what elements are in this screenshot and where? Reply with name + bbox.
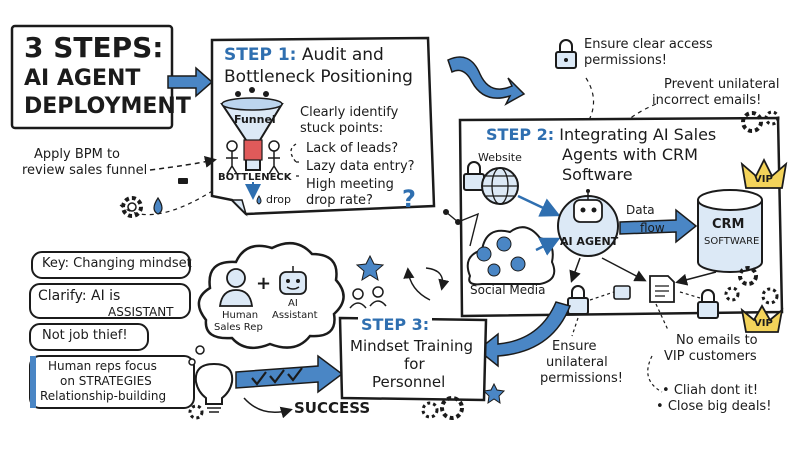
step3-title-2: for: [404, 355, 425, 373]
title-line-1: 3 STEPS:: [24, 31, 164, 64]
thief-note-box: [29, 323, 149, 351]
bpm-note-1: Apply BPM to: [34, 147, 120, 162]
bullet-2: • Close big deals!: [656, 399, 772, 414]
vip-label-bottom: VIP: [754, 318, 773, 329]
arrow-title-to-step1: [167, 66, 214, 98]
focus-note-1: Human reps focus: [48, 359, 157, 373]
ai-assistant-label-2: Assistant: [272, 310, 318, 321]
title-text-3: DEPLOYMENT: [24, 94, 191, 119]
step3-label: STEP 3:: [358, 315, 433, 335]
step2-title-2: Agents with CRM: [562, 145, 698, 164]
vip-note-1: No emails to: [676, 333, 758, 348]
step3-card: [338, 316, 488, 402]
step3-title-3: Personnel: [372, 373, 446, 391]
robot-icon: [557, 189, 619, 257]
lock-icon: [613, 285, 631, 300]
crown-icon: [740, 157, 788, 189]
emails-note-1: Prevent unilateral: [664, 77, 780, 92]
step1-label: STEP 1:: [224, 45, 297, 65]
emails-note-2: incorrect emails!: [652, 93, 762, 108]
crown-icon: [740, 304, 784, 333]
step2-title-3: Software: [562, 165, 633, 184]
step2-heading: STEP 2: Integrating AI Sales: [486, 125, 717, 144]
key-note-box: [31, 251, 191, 279]
step1-title-b: Bottleneck Positioning: [224, 67, 413, 87]
bpm-note-2: review sales funnel: [22, 163, 148, 178]
document-icon: [649, 275, 675, 303]
step3-title-1: Mindset Training: [350, 337, 474, 355]
lock-icon: [463, 161, 485, 191]
drop-label: drop: [266, 193, 291, 206]
point-meeting-2: drop rate?: [306, 193, 373, 208]
arrow-step1-to-step2: [447, 56, 526, 106]
funnel-icon: [220, 87, 284, 205]
data-flow-arrow: [619, 208, 698, 244]
identify-line-1: Clearly identify: [300, 105, 399, 120]
focus-note-3: Relationship-building: [40, 389, 167, 403]
human-label-1: Human: [222, 310, 259, 321]
access-note-1: Ensure clear access: [584, 37, 713, 52]
ai-assistant-label-1: AI: [288, 298, 298, 309]
title-line-3: DEPLOYMENT: [24, 94, 191, 119]
bullet-1-text: Cliah dont it!: [673, 383, 759, 398]
lock-icon: [555, 39, 577, 69]
permissions-note-2: unilateral: [546, 355, 608, 370]
bpm-dashed-arrow: [149, 155, 217, 171]
globe-icon: [481, 167, 519, 205]
point-lack-of-leads: Lack of leads?: [306, 141, 399, 156]
clarify-note-text: Clarify: AI is ASSISTANT: [38, 288, 174, 320]
drop-icon: [153, 196, 163, 215]
vip-label-top: VIP: [754, 174, 773, 185]
vip-note-2: VIP customers: [664, 349, 757, 364]
robot-icon: [279, 266, 307, 295]
clarify-text-a: Clarify: AI is: [38, 288, 121, 304]
crm-label-1: CRM: [712, 217, 745, 232]
ai-agent-label: AI AGENT: [560, 235, 619, 248]
step2-title-1: Integrating AI Sales: [559, 125, 717, 144]
social-media-cloud: [466, 226, 556, 286]
data-flow-label-2: flow: [640, 221, 665, 235]
arrow-step2-to-step3: [476, 301, 571, 368]
website-label: Website: [478, 151, 522, 164]
thief-note-text: Not job thief!: [42, 328, 128, 343]
lock-icon: [567, 285, 589, 315]
step1-title-a: Audit and: [301, 45, 384, 65]
step1-heading: STEP 1: Audit and: [224, 45, 384, 66]
bullet-1: • Cliah dont it!: [662, 383, 759, 398]
point-meeting-1: High meeting: [306, 177, 394, 192]
title-line-2: AI AGENT: [24, 66, 140, 91]
step2-label: STEP 2:: [486, 125, 555, 144]
funnel-label: Funnel: [234, 113, 276, 126]
key-note-text: Key: Changing mindset: [42, 256, 192, 271]
permissions-note-1: Ensure: [552, 339, 597, 354]
human-label-2: Sales Rep: [214, 322, 263, 333]
gear-icon: [121, 196, 143, 218]
title-text-1: 3 STEPS:: [24, 31, 164, 64]
social-media-label: Social Media: [470, 283, 546, 297]
database-icon: [697, 189, 763, 273]
people-icon: [349, 286, 387, 309]
bullet-2-text: Close big deals!: [667, 399, 772, 414]
person-icon: [218, 268, 254, 307]
title-text-2: AI AGENT: [24, 66, 141, 91]
identify-line-2: stuck points:: [300, 121, 384, 136]
point-lazy-data: Lazy data entry?: [306, 159, 415, 174]
question-mark: ?: [402, 185, 416, 213]
clarify-note-box: [29, 283, 191, 319]
success-label: SUCCESS: [294, 399, 371, 417]
focus-note-2: on STRATEGIES: [60, 374, 152, 388]
lightbulb-icon: [194, 362, 234, 413]
crm-label-2: SOFTWARE: [704, 236, 760, 247]
plus-sign: +: [256, 273, 272, 294]
clarify-text-b: ASSISTANT: [108, 305, 174, 320]
access-note-2: permissions!: [584, 53, 667, 68]
lock-icon: [697, 289, 719, 319]
data-flow-label-1: Data: [626, 203, 655, 217]
gear-icon: [741, 111, 763, 133]
permissions-note-3: permissions!: [540, 371, 623, 386]
bottleneck-label: BOTTLENECK: [218, 172, 292, 183]
